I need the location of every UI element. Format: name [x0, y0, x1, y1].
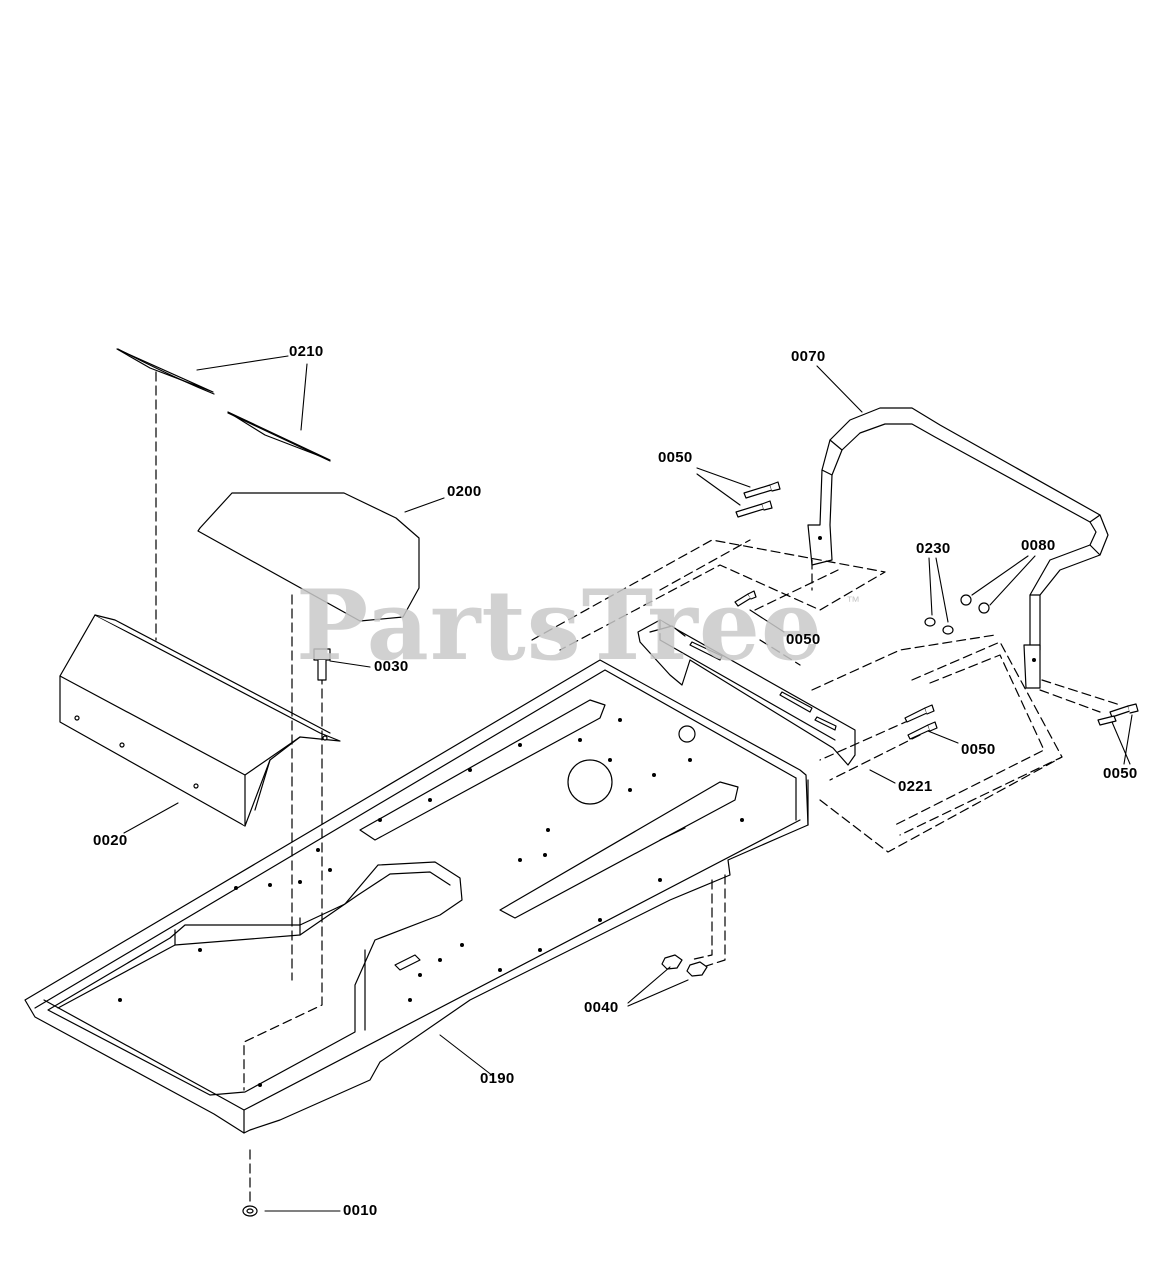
callout-0050-far-right[interactable]: 0050 [1103, 765, 1138, 782]
handle-bar-icon [807, 407, 1109, 689]
washer-icon [960, 594, 990, 614]
callout-0040[interactable]: 0040 [584, 999, 619, 1016]
nut-icon [242, 1205, 258, 1217]
callout-0080[interactable]: 0080 [1021, 537, 1056, 554]
callout-0050-mid[interactable]: 0050 [786, 631, 821, 648]
bracket-icon [637, 619, 856, 766]
decal-icon [227, 411, 331, 462]
callout-0070[interactable]: 0070 [791, 348, 826, 365]
callout-0210[interactable]: 0210 [289, 343, 324, 360]
bolt-icon [743, 481, 781, 499]
callout-0010[interactable]: 0010 [343, 1202, 378, 1219]
nut-icon [924, 617, 954, 635]
callout-0050-top[interactable]: 0050 [658, 449, 693, 466]
bolt-icon [313, 648, 331, 681]
callout-0050-right[interactable]: 0050 [961, 741, 996, 758]
decal-icon [116, 348, 215, 395]
callout-0221[interactable]: 0221 [898, 778, 933, 795]
seat-pad-icon [197, 492, 420, 622]
bolt-icon [907, 721, 938, 740]
leader-lines [123, 355, 1133, 1212]
assembly-guide-lines [155, 371, 1121, 1206]
callout-0230[interactable]: 0230 [916, 540, 951, 557]
bolt-icon [734, 590, 757, 607]
callout-0190[interactable]: 0190 [480, 1070, 515, 1087]
frame-cover-icon [59, 614, 341, 827]
bolt-icon [735, 500, 773, 518]
callout-0200[interactable]: 0200 [447, 483, 482, 500]
callout-0030[interactable]: 0030 [374, 658, 409, 675]
callout-0020[interactable]: 0020 [93, 832, 128, 849]
platform-frame-icon [24, 659, 809, 1134]
bolt-icon [904, 704, 935, 723]
nut-icon [661, 954, 708, 977]
trademark-symbol: ™ [846, 593, 860, 609]
bolt-icon [1097, 715, 1117, 726]
bolt-icon [1109, 703, 1139, 718]
watermark-text: PartsTree [296, 569, 823, 682]
